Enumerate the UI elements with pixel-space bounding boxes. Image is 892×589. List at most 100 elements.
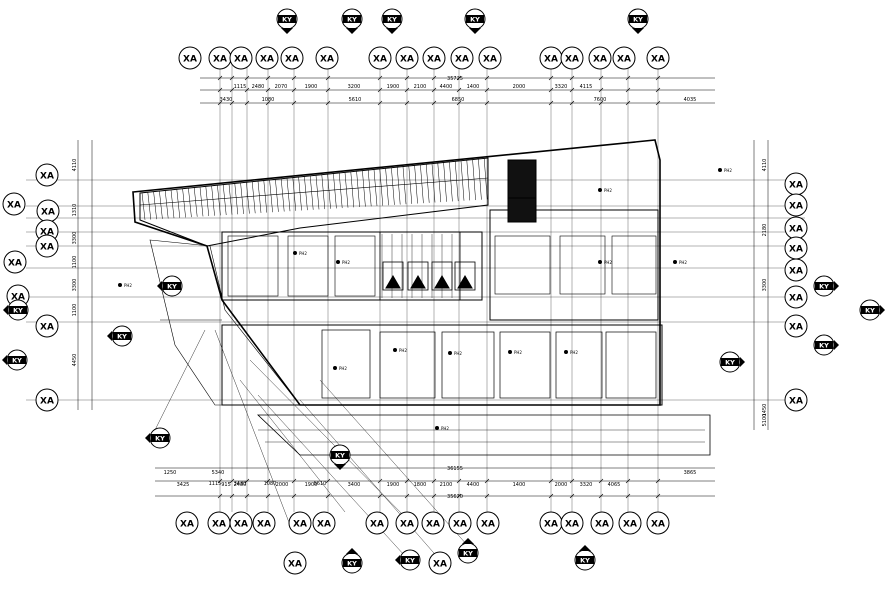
axis-bubble: XA xyxy=(35,234,59,258)
bottom-dimension: 3425 xyxy=(177,482,190,488)
section-marker-arrow xyxy=(107,331,112,341)
dimension-tick xyxy=(655,87,661,93)
left-dimension: 3300 xyxy=(72,232,78,245)
room-tag: PH2 xyxy=(441,426,449,431)
section-marker-arrow xyxy=(740,357,745,367)
axis-bubble-circle xyxy=(395,46,419,70)
axis-bubble-label: XA xyxy=(317,519,331,529)
section-marker: KY xyxy=(341,548,363,574)
axis-bubble-label: XA xyxy=(651,54,665,64)
dimension-tick xyxy=(431,75,437,81)
axis-bubble-label: XA xyxy=(544,519,558,529)
section-marker-label: KY xyxy=(167,282,177,290)
room-tag-dot xyxy=(673,260,677,264)
section-marker: KY xyxy=(457,538,479,564)
dimension-tick xyxy=(548,75,554,81)
bottom-dimension: 1400 xyxy=(513,482,526,488)
dimension-tick xyxy=(265,100,271,106)
axis-bubble-label: XA xyxy=(40,227,54,237)
room xyxy=(227,235,279,297)
axis-bubble: XA xyxy=(208,46,232,70)
axis-bubble: XA xyxy=(252,511,276,535)
canopy-hatch xyxy=(205,186,210,217)
canopy-hatch xyxy=(298,177,302,211)
room-tag-dot xyxy=(293,251,297,255)
canopy-hatch xyxy=(327,174,331,209)
section-marker-label: KY xyxy=(117,332,127,340)
canopy-hatch xyxy=(478,159,482,200)
section-marker-arrow xyxy=(157,281,162,291)
axis-bubble-circle xyxy=(312,511,336,535)
dimension-tick xyxy=(625,87,631,93)
top-dimension: 3430 xyxy=(220,97,233,103)
section-marker-arrow xyxy=(281,28,293,34)
axis-bubble: XA xyxy=(35,163,59,187)
equipment-unit xyxy=(454,261,476,291)
section-marker: KY xyxy=(381,8,403,34)
canopy-hatch xyxy=(483,158,488,200)
dimension-tick xyxy=(569,100,575,106)
axis-bubble-label: XA xyxy=(426,519,440,529)
dimension-tick xyxy=(431,87,437,93)
axis-bubble: XA xyxy=(288,511,312,535)
room-tag-dot xyxy=(718,168,722,172)
dimension-tick xyxy=(548,478,554,484)
dimension-tick xyxy=(404,75,410,81)
section-marker: KY xyxy=(464,8,486,34)
section-marker-arrow xyxy=(2,355,7,365)
section-marker-arrow xyxy=(346,548,358,554)
room-tag: PH2 xyxy=(339,366,347,371)
canopy-hatch xyxy=(391,167,395,205)
section-marker-label: KY xyxy=(335,451,345,459)
dimension-tick xyxy=(431,100,437,106)
canopy-hatch xyxy=(228,184,233,215)
axis-bubble: XA xyxy=(784,285,808,309)
dimension-tick xyxy=(569,75,575,81)
axis-bubble-label: XA xyxy=(285,54,299,64)
dimension-tick xyxy=(456,493,462,499)
section-marker: KY xyxy=(107,325,133,347)
dimension-tick xyxy=(655,100,661,106)
axis-bubble-label: XA xyxy=(617,54,631,64)
axis-bubble: XA xyxy=(588,46,612,70)
dimension-tick xyxy=(598,75,604,81)
dimension-tick xyxy=(655,493,661,499)
section-marker-arrow xyxy=(334,464,346,470)
canopy-hatch xyxy=(356,171,360,208)
core-shaft xyxy=(507,197,537,223)
axis-bubble: XA xyxy=(35,314,59,338)
axis-bubble-circle xyxy=(35,234,59,258)
axis-bubble-circle xyxy=(784,285,808,309)
section-marker-arrow xyxy=(632,28,644,34)
section-marker-label: KY xyxy=(347,15,357,23)
axis-bubble: XA xyxy=(35,388,59,412)
canopy-hatch xyxy=(396,167,401,205)
canopy-hatch xyxy=(159,191,163,219)
dimension-tick xyxy=(548,493,554,499)
axis-bubble: XA xyxy=(229,511,253,535)
dimension-tick xyxy=(244,478,250,484)
room-block-upper xyxy=(221,231,483,301)
axis-bubble-label: XA xyxy=(320,54,334,64)
canopy-hatch xyxy=(176,189,181,218)
canopy-hatch xyxy=(431,163,436,203)
canopy-hatch xyxy=(280,178,285,212)
dimension-tick xyxy=(598,478,604,484)
room-tag: PH2 xyxy=(679,260,687,265)
section-marker-label: KY xyxy=(155,434,165,442)
canopy-hatch xyxy=(170,189,175,219)
bottom-dimension: 4065 xyxy=(608,482,621,488)
section-marker-label: KY xyxy=(405,556,415,564)
axis-bubble-circle xyxy=(175,511,199,535)
room-tag-dot xyxy=(435,426,439,430)
section-marker-flag xyxy=(466,15,484,23)
section-marker: KY xyxy=(276,8,298,34)
room-tag: PH2 xyxy=(399,348,407,353)
axis-bubble: XA xyxy=(421,511,445,535)
section-marker-flag xyxy=(383,15,401,23)
section-marker: KY xyxy=(341,8,363,34)
canopy-hatch xyxy=(222,184,227,216)
axis-bubble: XA xyxy=(2,192,26,216)
canopy-ridge xyxy=(139,177,489,206)
